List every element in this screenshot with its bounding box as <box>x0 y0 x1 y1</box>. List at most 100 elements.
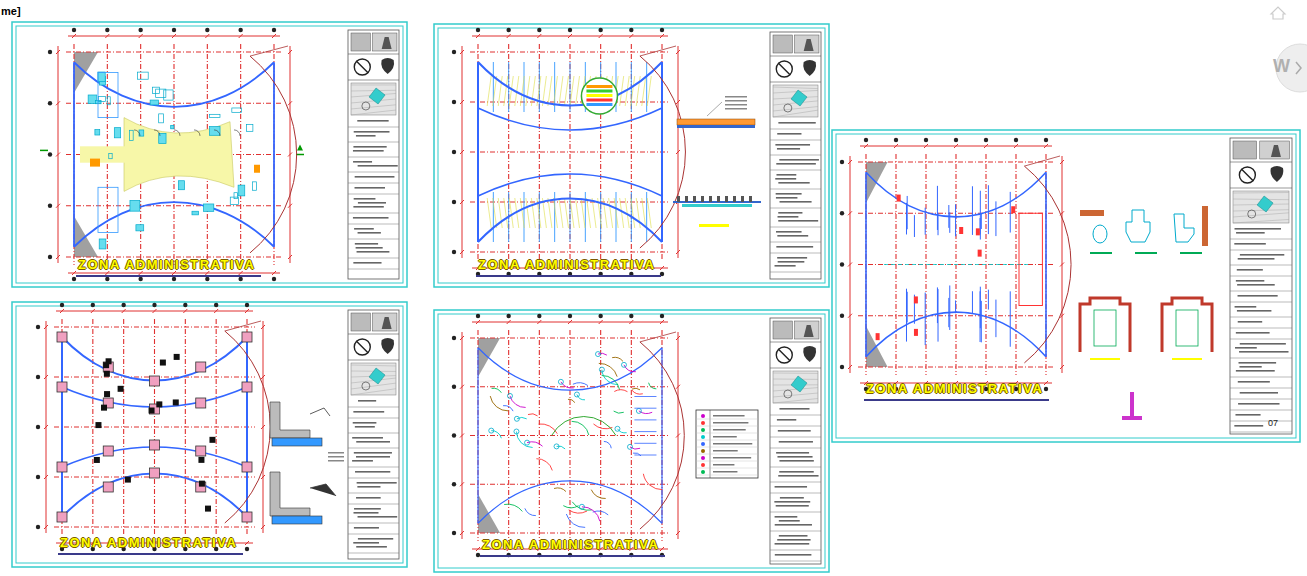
rule <box>348 407 399 408</box>
site-leader <box>225 321 261 331</box>
door-swing <box>194 130 200 136</box>
map-street <box>773 107 818 111</box>
map-street <box>351 110 396 115</box>
rule <box>770 415 821 416</box>
sheet-title: ZONA ADMINISTRATIVA <box>58 534 243 555</box>
drawing-sheet: ZONA ADMINISTRATIVA <box>434 310 829 572</box>
roof-hatch <box>531 76 535 106</box>
emblem <box>803 346 816 362</box>
text-stroke <box>775 144 810 146</box>
sheet-border <box>434 24 829 287</box>
text-stroke <box>725 104 747 106</box>
light-fixture <box>558 379 563 384</box>
text-stroke <box>358 516 398 518</box>
text-stroke <box>1238 295 1278 297</box>
sheet-border <box>12 302 407 567</box>
purlin <box>741 196 744 202</box>
rule <box>770 448 821 449</box>
roof-hatch <box>570 76 574 106</box>
circuit-arc <box>632 388 640 389</box>
furniture <box>130 130 134 140</box>
rule <box>348 80 399 81</box>
axis-bubble <box>452 385 456 389</box>
circuit-arc <box>577 395 585 400</box>
label-holder: me] <box>1 1 21 19</box>
grid-axis <box>66 51 282 52</box>
title-block <box>770 318 821 564</box>
text-stroke <box>355 471 390 473</box>
partition <box>906 289 907 342</box>
text-stroke <box>780 497 804 499</box>
map-street <box>351 365 396 367</box>
logo-box <box>773 321 792 339</box>
door-swing <box>214 130 220 136</box>
logo-box <box>794 35 818 53</box>
pipe-detail <box>1130 392 1134 418</box>
text-stroke <box>713 429 746 431</box>
rule <box>1230 265 1292 266</box>
axis-bubble <box>48 101 52 105</box>
text-stroke <box>353 512 378 514</box>
label-holder: W <box>1273 56 1290 77</box>
location-map <box>351 83 396 115</box>
text-stroke <box>356 456 390 458</box>
roof-hatch <box>603 198 607 228</box>
axis-bubble <box>138 28 142 32</box>
text-stroke <box>777 148 800 150</box>
rule <box>1230 388 1292 389</box>
wall-curve <box>552 417 616 436</box>
rule <box>770 242 821 243</box>
sheet-title: ZONA ADMINISTRATIVA <box>864 380 1049 401</box>
text-stroke <box>779 159 819 161</box>
partition <box>634 396 656 397</box>
drawing-sheet: ZONA ADMINISTRATIVA <box>12 22 407 287</box>
wall-curve <box>478 108 662 130</box>
no-symbol <box>1239 167 1255 183</box>
partition <box>972 291 973 313</box>
rule <box>1230 317 1292 318</box>
grid-axis <box>470 484 670 485</box>
roof-rib <box>646 192 647 242</box>
axis-bubble <box>1044 387 1048 391</box>
axis-bubble <box>840 365 844 369</box>
rule <box>770 129 821 130</box>
wall <box>477 348 478 524</box>
text-stroke <box>780 201 812 203</box>
text-stroke <box>355 187 385 189</box>
conference-table <box>98 187 118 232</box>
furniture <box>232 108 242 112</box>
text-stroke <box>1234 243 1266 245</box>
symbol-table <box>696 426 758 427</box>
text-stroke <box>354 508 381 510</box>
rule <box>348 418 399 419</box>
purlin <box>709 196 712 202</box>
sheet-border <box>434 310 829 572</box>
axis-bubble <box>205 28 209 32</box>
column <box>150 376 160 386</box>
purlin <box>725 196 728 202</box>
roof-hatch <box>620 198 624 228</box>
axis-bubble <box>183 303 187 307</box>
footing <box>125 477 131 483</box>
rule <box>770 368 821 369</box>
footing-detail <box>310 408 330 416</box>
section-mark <box>40 150 48 152</box>
sheet-border <box>16 306 403 563</box>
grid-axis <box>470 151 670 152</box>
logo-box <box>372 33 396 51</box>
roof-section <box>677 119 755 125</box>
grid-axis <box>858 161 1054 162</box>
sheet-title: ZONA ADMINISTRATIVA <box>76 256 261 277</box>
rule <box>770 561 821 562</box>
text-stroke <box>354 527 379 529</box>
roof-hatch <box>548 198 552 228</box>
rule <box>770 272 821 273</box>
partition <box>634 443 656 444</box>
text-stroke <box>328 460 344 462</box>
partition <box>980 191 981 240</box>
rule <box>770 170 821 171</box>
partition <box>906 203 907 235</box>
drawing-sheet: ZONA ADMINISTRATIVA <box>832 130 1300 442</box>
text-stroke <box>725 100 747 102</box>
text-stroke <box>713 471 737 473</box>
